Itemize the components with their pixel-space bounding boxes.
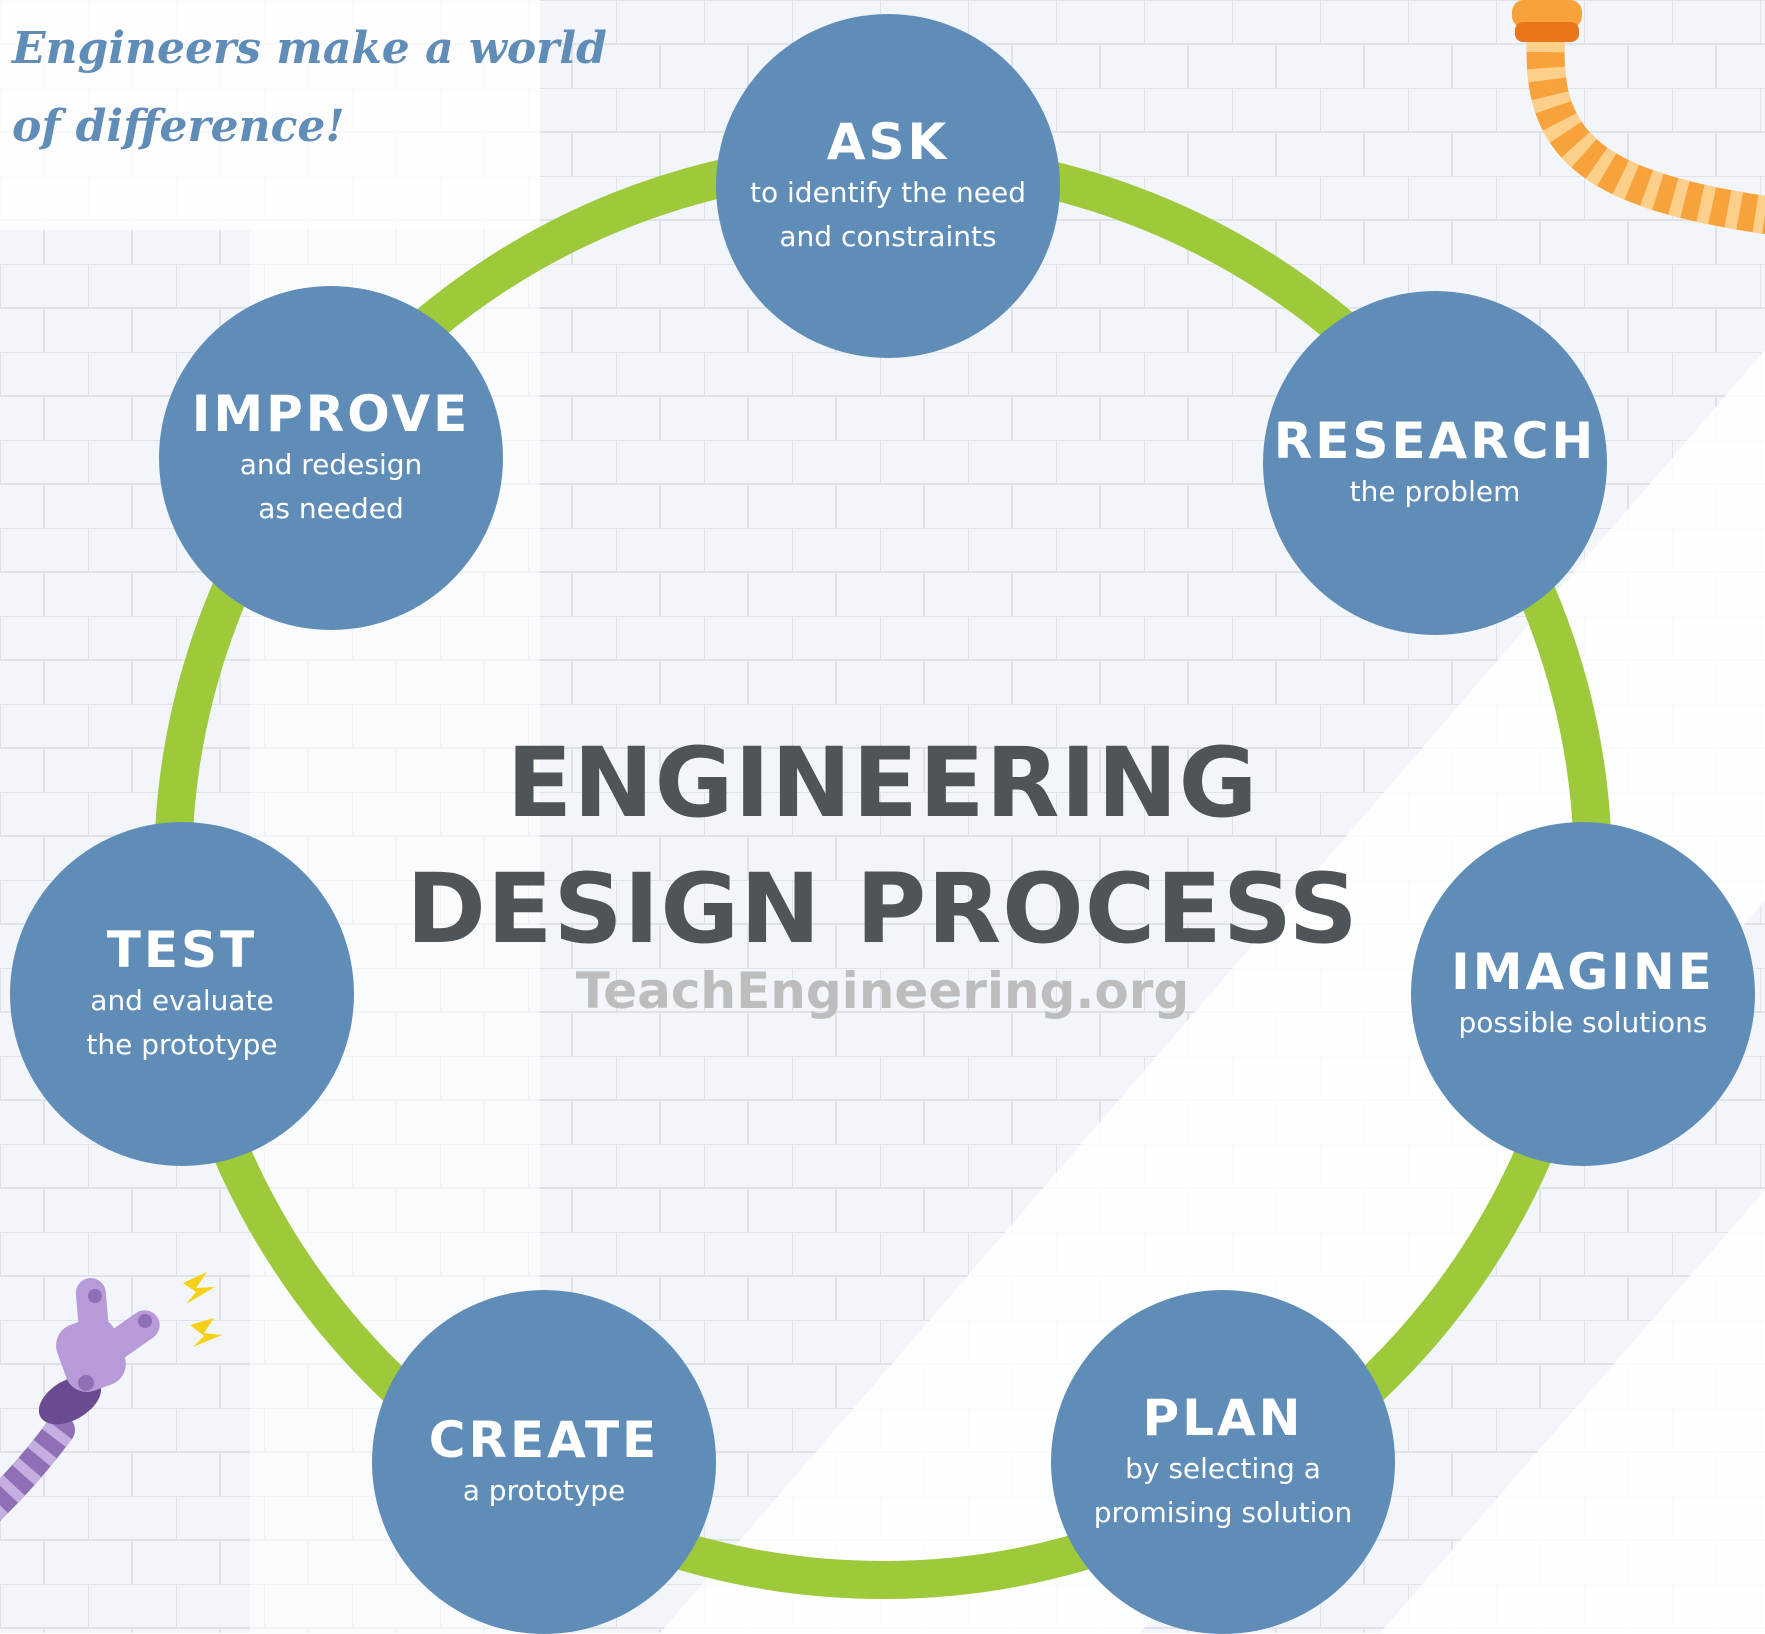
step-title: RESEARCH — [1273, 412, 1597, 470]
step-description: to identify the need and constraints — [750, 176, 1026, 253]
step-description: the problem — [1349, 475, 1521, 508]
step-title: ASK — [826, 113, 950, 171]
step-title: IMPROVE — [191, 385, 471, 443]
step-create: CREATE a prototype — [372, 1290, 716, 1634]
step-title: TEST — [106, 921, 258, 979]
step-title: CREATE — [428, 1411, 660, 1469]
step-research: RESEARCH the problem — [1263, 291, 1607, 635]
step-title: IMAGINE — [1451, 943, 1715, 1001]
tagline: Engineers make a world of difference! — [12, 23, 607, 152]
step-imagine: IMAGINE possible solutions — [1411, 822, 1755, 1166]
step-description: and redesign as needed — [239, 448, 423, 525]
step-description: and evaluate the prototype — [86, 984, 278, 1061]
step-plan: PLAN by selecting a promising solution — [1051, 1290, 1395, 1634]
step-description: possible solutions — [1458, 1006, 1708, 1039]
step-test: TEST and evaluate the prototype — [10, 822, 354, 1166]
step-improve: IMPROVE and redesign as needed — [159, 286, 503, 630]
step-description: a prototype — [462, 1474, 626, 1507]
step-title: PLAN — [1142, 1389, 1304, 1447]
site-name: TeachEngineering.org — [575, 962, 1190, 1020]
step-ask: ASK to identify the need and constraints — [716, 14, 1060, 358]
diagram-title-line-2: DESIGN PROCESS — [406, 853, 1359, 965]
diagram-title: ENGINEERING DESIGN PROCESS — [300, 720, 1465, 972]
yellow-lightning-sparks-icon — [183, 1272, 222, 1347]
step-description: by selecting a promising solution — [1093, 1452, 1353, 1529]
diagram-title-line-1: ENGINEERING — [506, 727, 1259, 839]
